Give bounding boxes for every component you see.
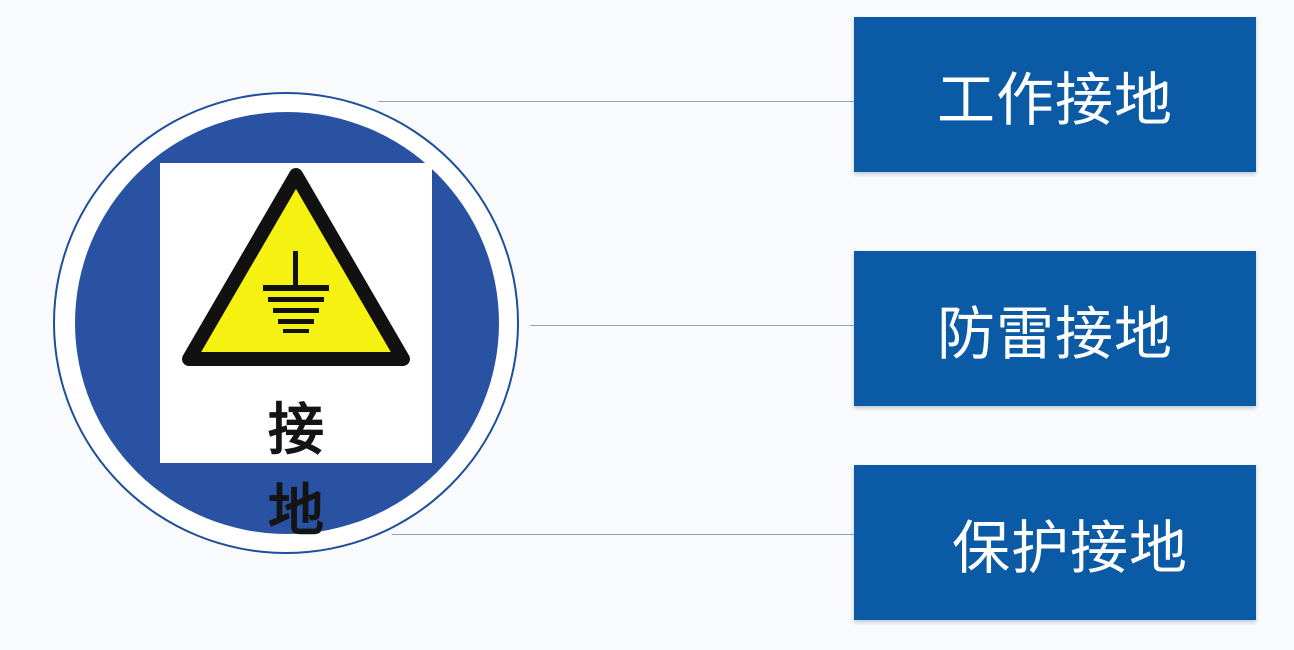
ground-symbol xyxy=(263,251,329,333)
category-box-protective-grounding: 保护接地 xyxy=(854,465,1256,620)
category-box-work-grounding: 工作接地 xyxy=(854,17,1256,172)
connector-line-lightning-grounding xyxy=(530,325,854,326)
earth-ground-warning-icon xyxy=(182,168,410,366)
category-box-lightning-grounding: 防雷接地 xyxy=(854,251,1256,406)
connector-line-protective-grounding xyxy=(392,534,854,535)
sign-label: 接 地 xyxy=(268,397,362,544)
connector-line-work-grounding xyxy=(378,101,854,102)
grounding-sign: 接 地 xyxy=(160,163,432,544)
